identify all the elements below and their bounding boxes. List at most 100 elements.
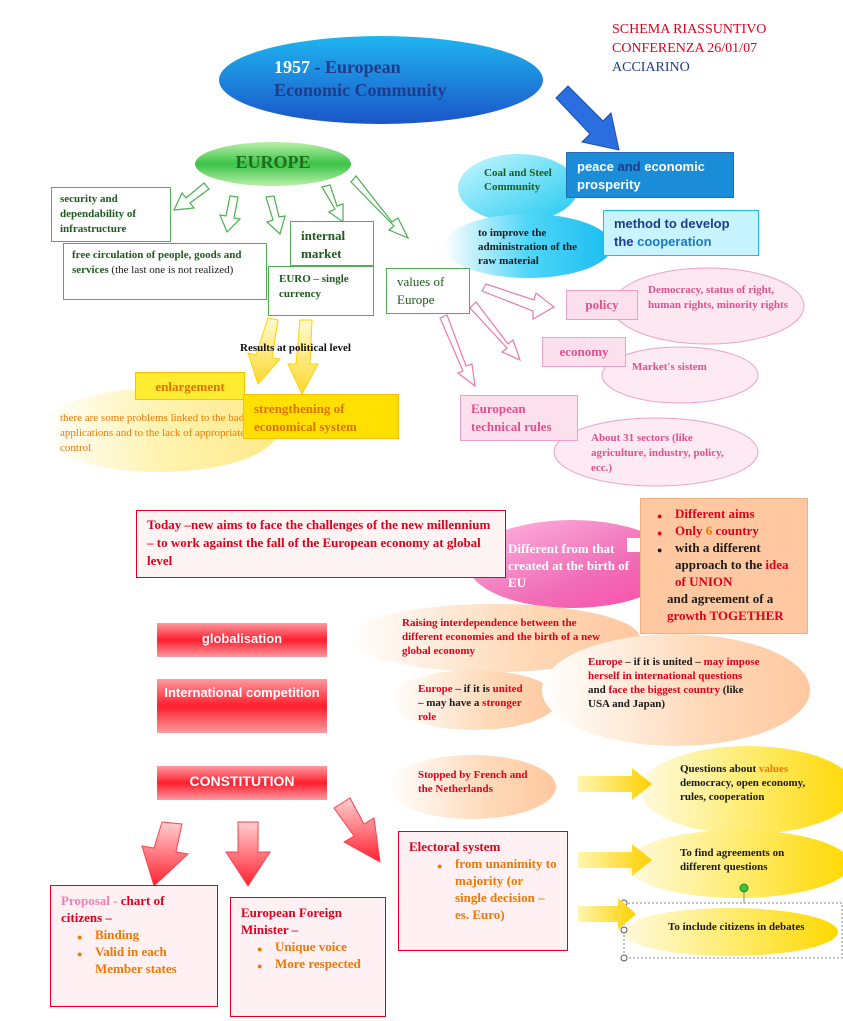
small-europe-ellipse-shape [390, 670, 558, 730]
today-text-1: Today –new aims to face the challenges o… [147, 517, 491, 550]
aims-item-2-text-a: Only [675, 523, 706, 538]
header-line-3: ACCIARINO [612, 60, 690, 75]
peace-box: peace and economic prosperity [566, 152, 734, 198]
title-part: - European [310, 57, 401, 77]
red-down-arrows [141, 797, 381, 887]
coal-ellipse-shape [458, 154, 578, 222]
aims-tail-text-b: growth TOGETHER [667, 608, 784, 623]
big-europe-text-a: Europe [588, 656, 623, 668]
method-box: method to develop the cooperation [603, 210, 759, 256]
foreign-item-unique-text: Unique voice [275, 939, 347, 954]
big-europe-text: Europe – if it is united – may impose he… [588, 655, 760, 711]
big-europe-text-c: may impose herself in international ques… [588, 656, 760, 682]
big-europe-text-b: – if it is united – [622, 656, 704, 668]
proposal-title-a: Proposal - [61, 893, 121, 908]
values-question-text-a: Questions about [680, 763, 759, 775]
democracy-text: Democracy, status of right, human rights… [648, 284, 788, 311]
values-question-text: Questions about values democracy, open e… [680, 762, 820, 804]
big-europe-text-d: and [588, 684, 609, 696]
small-europe-text: Europe – if it is united – may have a st… [418, 682, 530, 724]
header-line-2: CONFERENZA 26/01/07 [612, 41, 758, 56]
yellow-down-arrows [247, 317, 319, 396]
proposal-item-binding-text: Binding [95, 927, 140, 942]
stopped-text: Stopped by French and the Netherlands [418, 769, 528, 795]
europe-label: EUROPE [235, 152, 311, 172]
aims-item-3: with a different approach to the idea of… [657, 539, 799, 590]
electoral-item: from unanimity to majority (or single de… [437, 855, 557, 923]
proposal-item-valid: Valid in each Member states [77, 943, 207, 977]
improve-label: to improve the administration of the raw… [478, 227, 577, 267]
constitution-box-shape [157, 766, 327, 800]
security-box: security and dependability of infrastruc… [51, 187, 171, 242]
competition-label: International competition [164, 685, 320, 700]
raising-ellipse-shape [348, 604, 640, 672]
electoral-item-text: from unanimity to majority (or single de… [455, 856, 557, 922]
problems-text: there are some problems linked to the ba… [60, 412, 246, 454]
aims-item-3-text-b: idea of UNION [675, 557, 789, 589]
market-text: Market's sistem [632, 361, 707, 373]
raising-text: Raising interdependence between the diff… [402, 617, 601, 657]
small-europe-text-d: – may have a [418, 697, 483, 709]
today-box: Today –new aims to face the challenges o… [136, 510, 506, 578]
proposal-box: Proposal - chart of citizens – Binding V… [50, 885, 218, 1007]
improve-ellipse-shape [444, 214, 612, 278]
agreements-text: To find agreements on different question… [680, 847, 785, 873]
values-question-text-c: democracy, open economy, rules, cooperat… [680, 777, 806, 803]
aims-item-1-text: Different aims [675, 506, 755, 521]
constitution-label: CONSTITUTION [189, 773, 295, 789]
stopped-ellipse-shape [388, 755, 556, 819]
title-text: 1957 - European Economic Community [274, 56, 534, 102]
foreign-item-respected: More respected [257, 955, 375, 975]
big-europe-text-f: (like USA and Japan) [588, 684, 744, 710]
green-arrows [173, 175, 410, 240]
pink-arrows [439, 283, 556, 388]
rotate-handle [739, 883, 749, 893]
aims-tail-text-a: and agreement of a [667, 591, 774, 606]
competition-box-shape [157, 679, 327, 733]
method-text: method to develop the [614, 216, 730, 249]
aims-item-1: Different aims [657, 505, 799, 525]
today-text-2: to work against the fall of the European… [147, 535, 481, 568]
aims-item-2: Only 6 country [657, 522, 799, 542]
title-line-2: Economic Community [274, 80, 447, 100]
aims-item-3-text-a: with a different approach to the [675, 540, 766, 572]
aims-item-2-text-b: 6 [705, 523, 713, 538]
small-europe-text-b: – if it is [452, 683, 493, 695]
sectors-ellipse-shape [553, 417, 759, 487]
sectors-text: About 31 sectors (like agriculture, indu… [591, 432, 724, 474]
free-circulation-rest: (the last one is not realized) [108, 264, 234, 276]
results-label: Results at political level [240, 342, 351, 354]
header-block: SCHEMA RIASSUNTIVO CONFERENZA 26/01/07 A… [612, 20, 832, 77]
policy-box: policy [566, 290, 638, 320]
electoral-box: Electoral system from unanimity to major… [398, 831, 568, 951]
peace-text-2: economic prosperity [577, 159, 705, 192]
values-question-text-b: values [758, 763, 789, 775]
proposal-item-valid-text: Valid in each Member states [95, 944, 177, 976]
problems-ellipse-shape [42, 388, 278, 472]
small-europe-text-c: united [492, 683, 523, 695]
foreign-minister-title: European Foreign Minister – [241, 905, 343, 937]
different-ellipse-shape [468, 520, 676, 608]
peace-text-and: and [617, 159, 641, 174]
selection-frame [623, 902, 843, 959]
yellow-right-arrows [578, 768, 652, 930]
proposal-item-binding: Binding [77, 926, 207, 946]
coal-label: Coal and Steel Community [484, 167, 552, 193]
values-europe-box: values of Europe [386, 268, 470, 314]
globalisation-box-shape [157, 623, 327, 657]
internal-market-box: internal market [290, 221, 374, 266]
blue-arrow [555, 85, 620, 151]
include-ellipse-shape [622, 908, 838, 956]
include-text: To include citizens in debates [668, 921, 805, 933]
proposal-title-b: chart of citizens – [61, 893, 165, 925]
enlargement-box: enlargement [135, 372, 245, 400]
foreign-minister-box: European Foreign Minister – Unique voice… [230, 897, 386, 1017]
different-text: Different from that created at the birth… [508, 541, 630, 590]
euro-box: EURO – single currency [268, 266, 374, 316]
aims-box: Different aims Only 6 country with a dif… [640, 498, 808, 634]
aims-tail: and agreement of a growth TOGETHER [667, 590, 799, 624]
peace-text-1: peace [577, 159, 618, 174]
technical-rules-box: European technical rules [460, 395, 578, 441]
globalisation-label: globalisation [201, 631, 283, 646]
